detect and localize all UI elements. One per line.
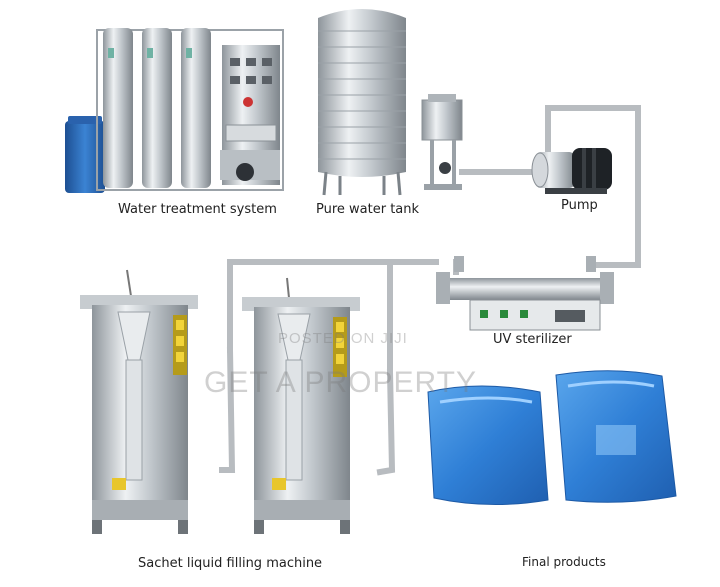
label-uv-sterilizer: UV sterilizer [493, 332, 572, 347]
sachet-left [427, 385, 549, 506]
water-treatment-system [65, 28, 284, 193]
precision-filter-unit [421, 94, 463, 190]
label-pure-water-tank: Pure water tank [316, 202, 420, 217]
pump-unit [531, 148, 612, 194]
label-pump: Pump [561, 198, 598, 213]
filter-columns [103, 28, 211, 188]
filling-machine-right [242, 277, 360, 534]
label-filling-machine: Sachet liquid filling machine [138, 556, 323, 571]
uv-sterilizer-unit [436, 256, 614, 331]
blue-tank [65, 121, 105, 193]
watermark-line-2: GET A PROPERTY [204, 366, 477, 399]
pure-water-tank [318, 9, 406, 196]
label-water-treatment: Water treatment system [118, 202, 277, 217]
filling-machine-left [80, 269, 198, 534]
piping [219, 105, 641, 476]
label-final-products: Final products [522, 555, 606, 569]
final-product-sachets [427, 370, 677, 506]
watermark-line-1: POSTED ON JIJI [278, 330, 408, 347]
